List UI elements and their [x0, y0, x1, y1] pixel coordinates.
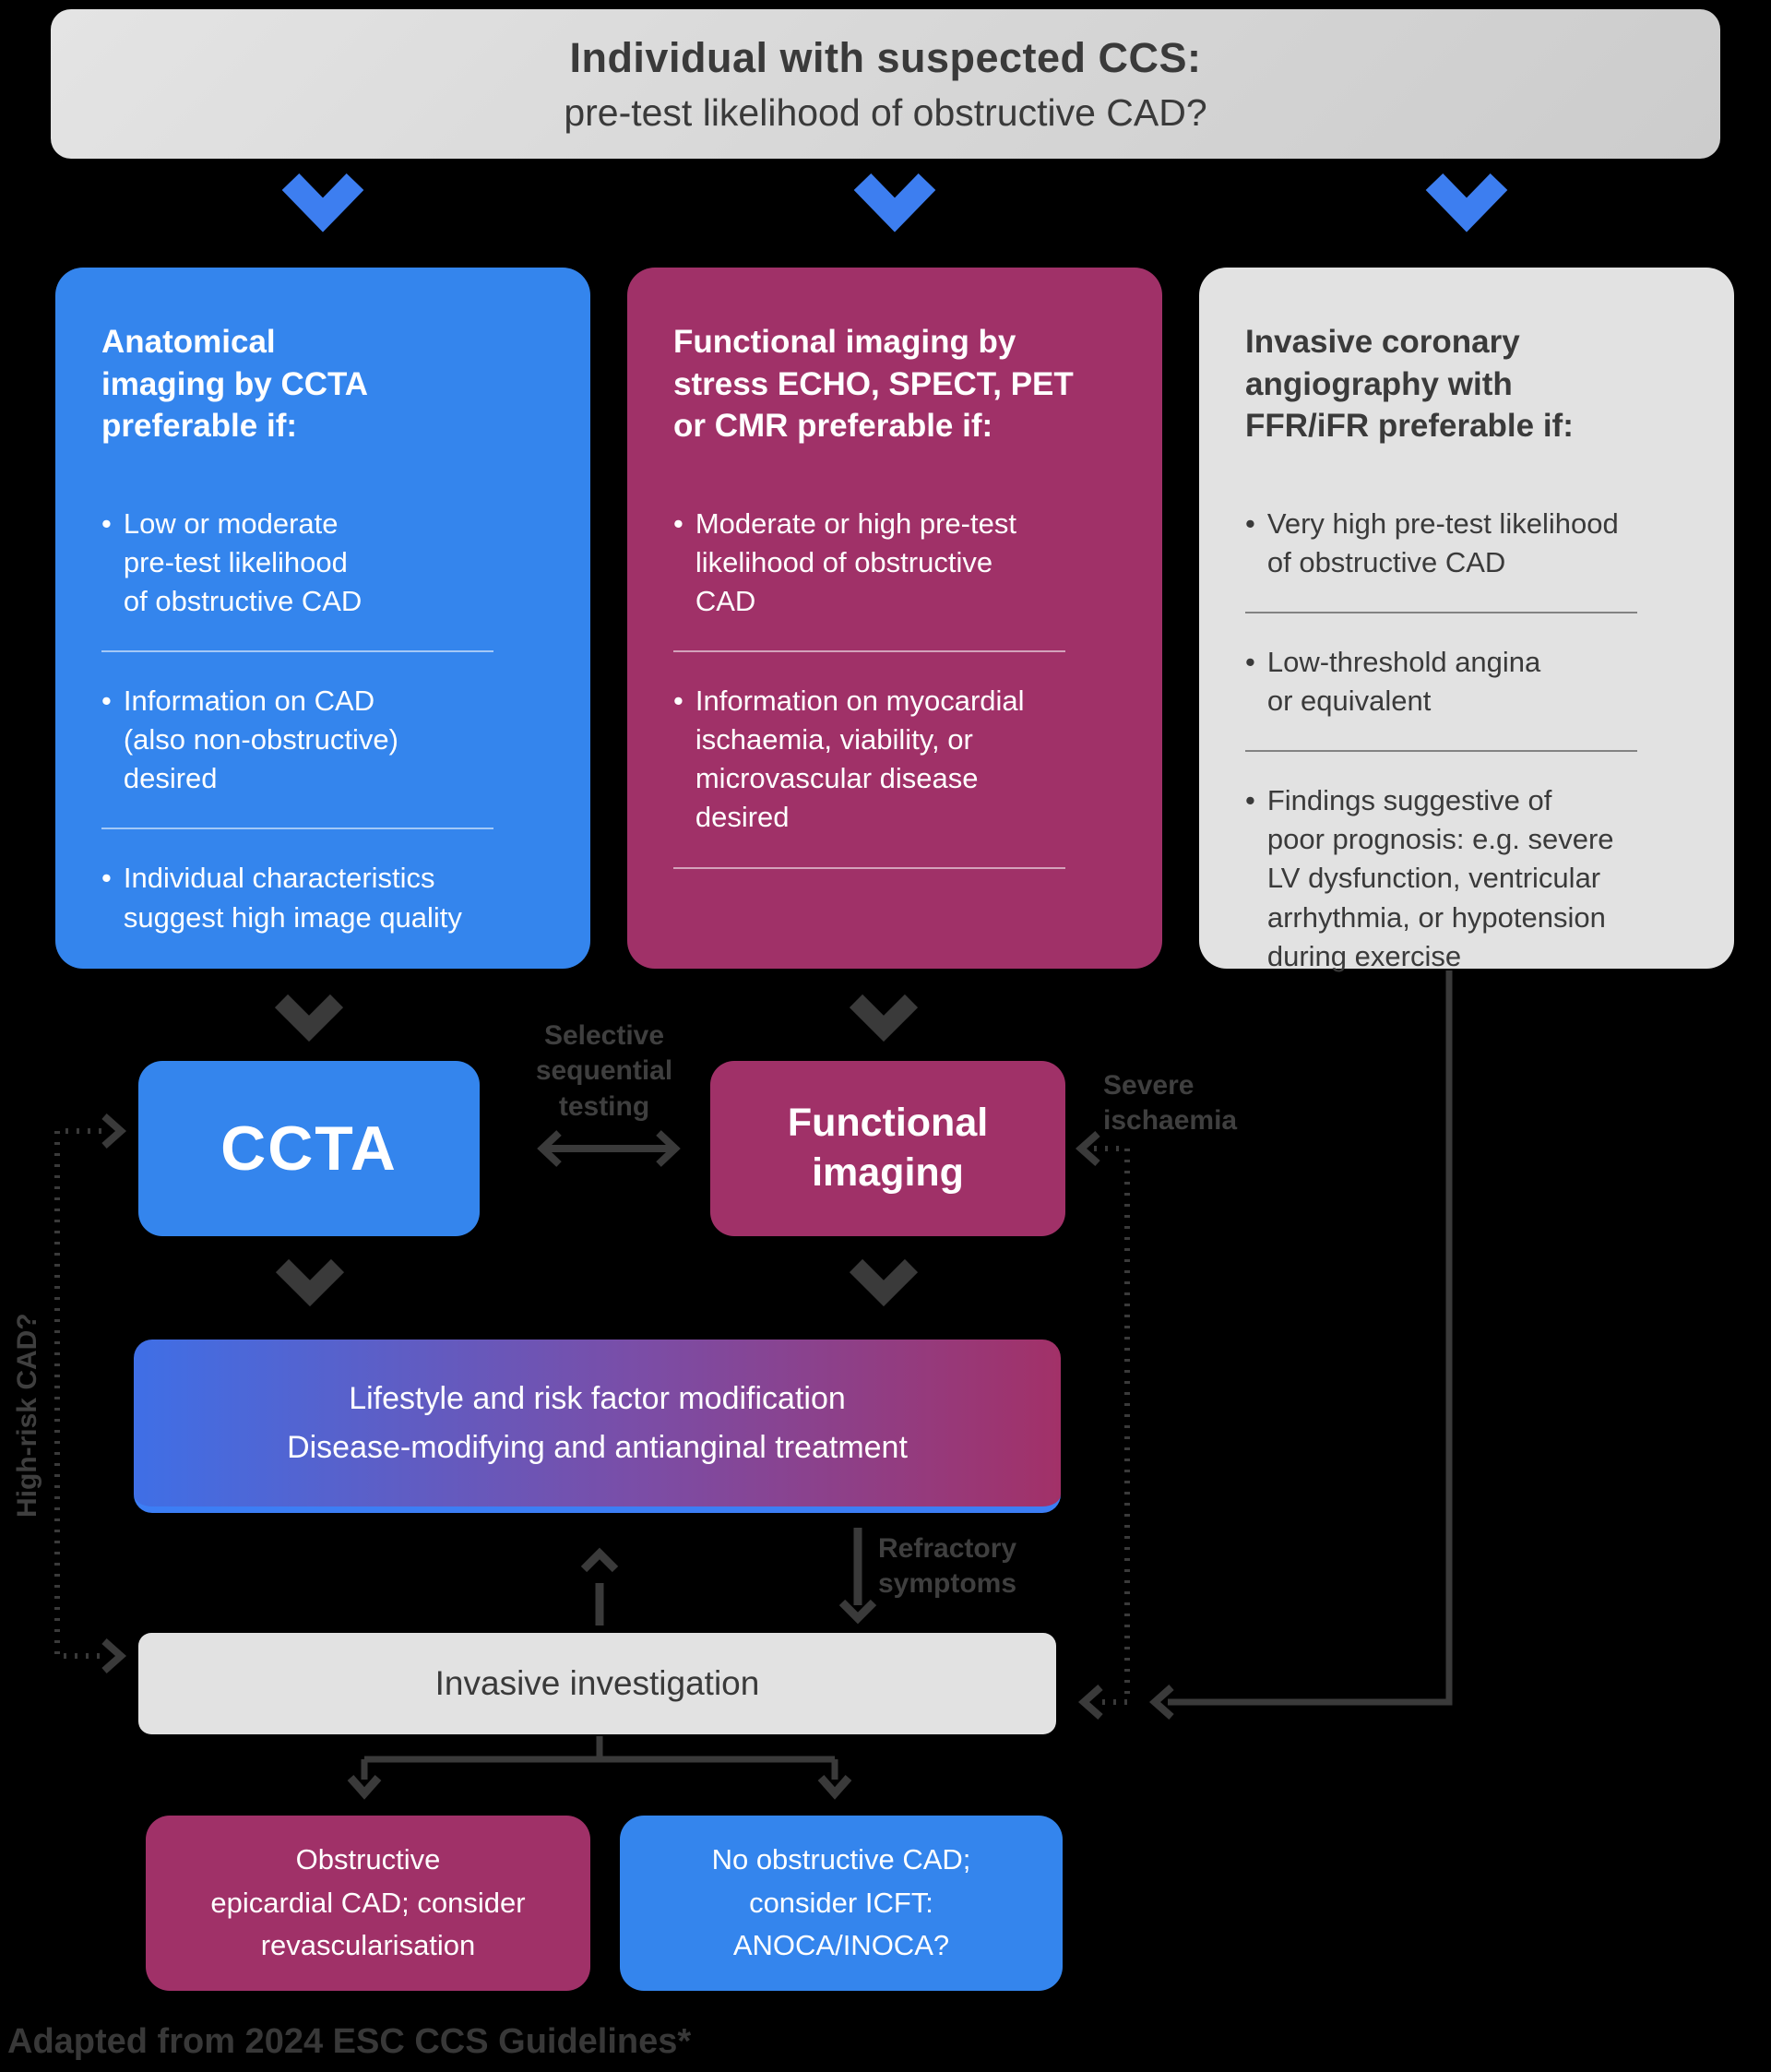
- severe-ischaemia-arrow: [1075, 1131, 1130, 1720]
- bullet-item: • Low or moderate pre-test likelihood of…: [101, 505, 557, 621]
- bullet-text: Very high pre-test likelihood of obstruc…: [1266, 506, 1619, 578]
- bullet-divider: [673, 866, 1065, 869]
- bullet-item: • Very high pre-test likelihood of obstr…: [1245, 505, 1701, 582]
- edge-label-severe-ischaemia: Severe ischaemia: [1103, 1070, 1238, 1137]
- card-bullet-list: • Low or moderate pre-test likelihood of…: [101, 505, 557, 937]
- node-functional-imaging: Functional imaging: [710, 1061, 1065, 1236]
- card-heading: Functional imaging by stress ECHO, SPECT…: [673, 324, 1074, 444]
- card-functional-imaging: Functional imaging by stress ECHO, SPECT…: [627, 268, 1162, 969]
- bullet-text: Information on CAD (also non-obstructive…: [123, 684, 398, 795]
- bullet-text: Low-threshold angina or equivalent: [1266, 645, 1541, 717]
- card-anatomical-imaging: Anatomical imaging by CCTA preferable if…: [55, 268, 590, 969]
- bullet-dot-icon: •: [673, 684, 683, 717]
- node-invasive-investigation: Invasive investigation: [138, 1633, 1056, 1734]
- bullet-item: • Findings suggestive of poor prognosis:…: [1245, 781, 1701, 976]
- card-bullet-list: • Moderate or high pre-test likelihood o…: [673, 505, 1129, 869]
- bullet-item: • Low-threshold angina or equivalent: [1245, 643, 1701, 720]
- bullet-text: Individual characteristics suggest high …: [123, 862, 462, 934]
- edge-label-selective-sequential-testing: Selective sequential testing: [535, 1020, 673, 1122]
- node-ccta: CCTA: [138, 1061, 480, 1236]
- source-attribution: Adapted from 2024 ESC CCS Guidelines*: [7, 2022, 692, 2061]
- selective-testing-arrow: [537, 1130, 681, 1167]
- header-title: Individual with suspected CCS:: [569, 33, 1202, 81]
- bullet-divider: [673, 649, 1065, 652]
- card-heading: Anatomical imaging by CCTA preferable if…: [101, 324, 369, 444]
- bullet-dot-icon: •: [101, 506, 112, 540]
- invasive-to-treatment-arrow: [580, 1547, 619, 1625]
- refractory-symptoms-arrow: [838, 1528, 877, 1625]
- card-heading: Invasive coronary angiography with FFR/i…: [1245, 324, 1574, 444]
- bullet-dot-icon: •: [101, 862, 112, 895]
- header-box: Individual with suspected CCS: pre-test …: [51, 9, 1720, 159]
- header-subtitle: pre-test likelihood of obstructive CAD?: [564, 90, 1207, 134]
- bullet-dot-icon: •: [101, 684, 112, 717]
- bullet-divider: [101, 649, 493, 652]
- bullet-text: Findings suggestive of poor prognosis: e…: [1266, 784, 1614, 972]
- bullet-divider: [1245, 750, 1637, 753]
- bullet-dot-icon: •: [673, 506, 683, 540]
- bullet-dot-icon: •: [1245, 506, 1255, 540]
- bullet-dot-icon: •: [1245, 784, 1255, 817]
- high-risk-cad-arrow: [54, 1113, 127, 1673]
- bullet-text: Low or moderate pre-test likelihood of o…: [123, 506, 363, 617]
- bullet-item: • Individual characteristics suggest hig…: [101, 859, 557, 936]
- edge-label-refractory-symptoms: Refractory symptoms: [878, 1533, 1017, 1600]
- bullet-item: • Information on CAD (also non-obstructi…: [101, 682, 557, 798]
- bullet-text: Information on myocardial ischaemia, via…: [695, 684, 1025, 834]
- node-lifestyle-treatment: Lifestyle and risk factor modification D…: [134, 1340, 1061, 1513]
- edge-label-high-risk-cad: High-risk CAD?: [11, 1313, 42, 1518]
- bullet-divider: [1245, 611, 1637, 613]
- invasive-outcome-split: [347, 1736, 852, 1800]
- bullet-text: Moderate or high pre-test likelihood of …: [695, 506, 1016, 617]
- chevron-down-blue-icons: [281, 173, 1508, 232]
- card-invasive-angiography: Invasive coronary angiography with FFR/i…: [1199, 268, 1734, 972]
- card-bullet-list: • Very high pre-test likelihood of obstr…: [1245, 505, 1701, 976]
- node-obstructive-cad: Obstructive epicardial CAD; consider rev…: [146, 1816, 590, 1991]
- bullet-divider: [101, 828, 493, 830]
- bullet-item: • Information on myocardial ischaemia, v…: [673, 682, 1129, 838]
- bullet-dot-icon: •: [1245, 645, 1255, 678]
- node-no-obstructive-cad: No obstructive CAD; consider ICFT: ANOCA…: [620, 1816, 1063, 1991]
- bullet-item: • Moderate or high pre-test likelihood o…: [673, 505, 1129, 621]
